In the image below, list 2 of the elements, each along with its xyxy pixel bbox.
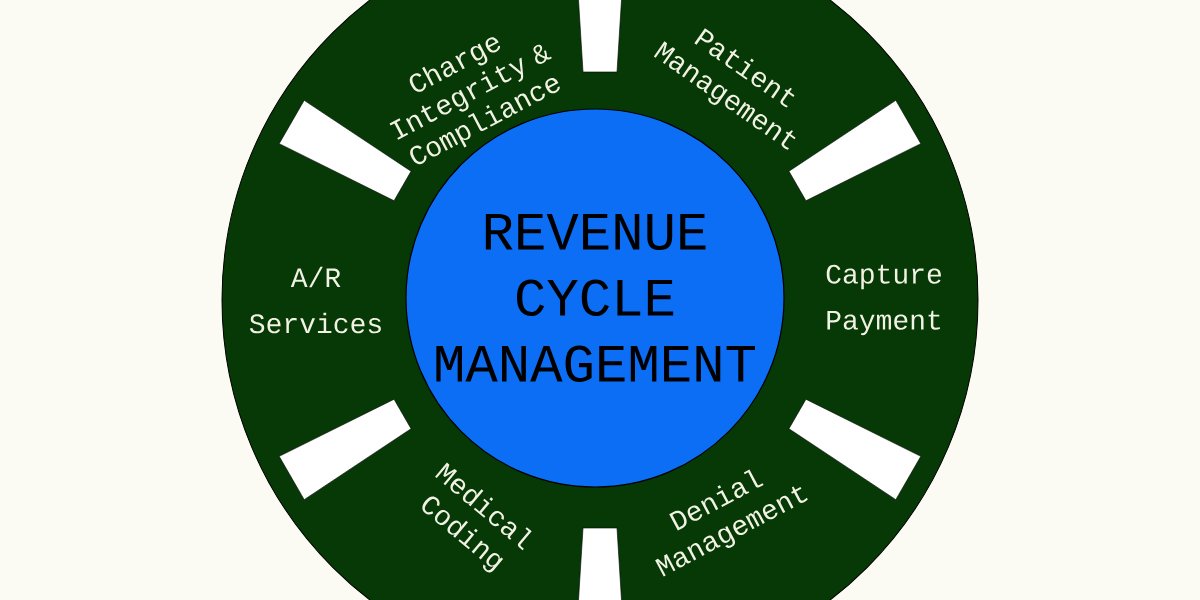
segment-label: Capture Payment xyxy=(826,264,941,336)
segment-label: A/R Services xyxy=(249,266,381,334)
